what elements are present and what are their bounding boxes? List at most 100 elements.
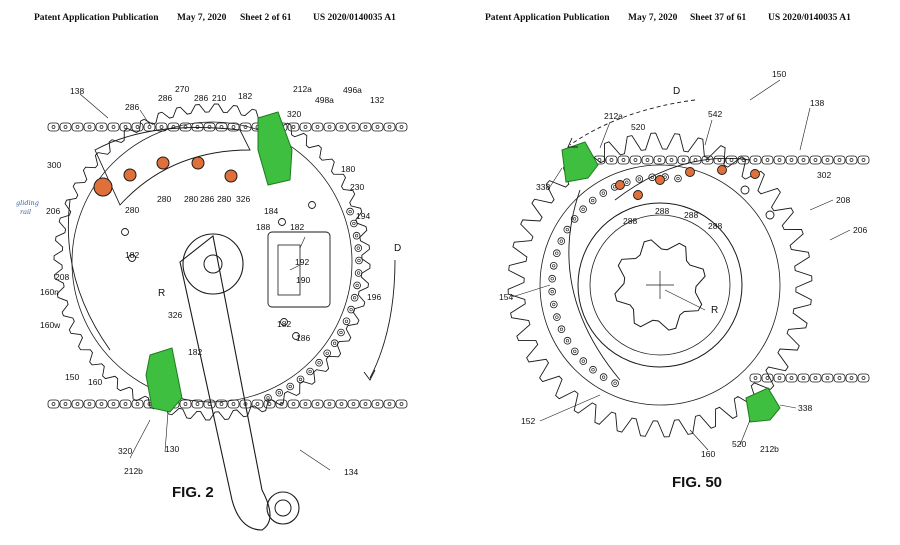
chain-bottom bbox=[749, 373, 762, 383]
chain-link bbox=[548, 287, 556, 296]
leader-line bbox=[129, 419, 151, 459]
chain-bottom bbox=[813, 376, 818, 380]
chain-link bbox=[549, 261, 558, 270]
chain-top bbox=[335, 122, 348, 132]
chain-bottom bbox=[311, 399, 324, 409]
chain-top bbox=[119, 122, 132, 132]
bolt bbox=[121, 228, 129, 236]
chain-bottom bbox=[219, 402, 224, 406]
chain-bottom bbox=[75, 402, 80, 406]
chain-top bbox=[849, 158, 854, 162]
ref-label: D bbox=[673, 86, 680, 97]
leader-line bbox=[299, 449, 331, 471]
chain-link bbox=[350, 219, 358, 228]
chain-top bbox=[621, 158, 626, 162]
chain-top bbox=[215, 122, 228, 132]
chain-bottom bbox=[765, 376, 770, 380]
fig-50-caption: FIG. 50 bbox=[672, 474, 722, 491]
chain-link bbox=[601, 191, 605, 195]
chain-guide-212b bbox=[145, 347, 183, 413]
leader-line bbox=[704, 119, 713, 146]
ref-label: 280 bbox=[184, 194, 198, 204]
leader-line bbox=[749, 79, 781, 101]
bolt bbox=[308, 201, 316, 209]
chain-link bbox=[354, 244, 363, 252]
chain-bottom bbox=[227, 399, 240, 409]
chain-guide-212a bbox=[561, 141, 599, 183]
ref-label: 520 bbox=[631, 122, 645, 132]
chain-link bbox=[588, 196, 597, 205]
chain-bottom bbox=[279, 402, 284, 406]
ref-label: 288 bbox=[708, 221, 722, 231]
chain-link bbox=[325, 351, 329, 355]
chain-bottom bbox=[195, 402, 200, 406]
bolt bbox=[128, 254, 136, 262]
chain-link bbox=[317, 361, 321, 365]
chain-bottom bbox=[123, 402, 128, 406]
chain-link bbox=[356, 246, 360, 250]
chain-bottom bbox=[845, 373, 858, 383]
chain-top bbox=[239, 122, 252, 132]
chain-bottom bbox=[59, 399, 72, 409]
ref-label: 138 bbox=[70, 86, 84, 96]
chain-bottom bbox=[753, 376, 758, 380]
chain-top bbox=[789, 158, 794, 162]
chain-bottom bbox=[83, 399, 96, 409]
chain-link bbox=[275, 388, 284, 397]
header-publication: Patent Application Publication bbox=[485, 13, 610, 23]
chain-guide-212b bbox=[745, 387, 781, 423]
chain-bottom bbox=[51, 402, 56, 406]
chain-top bbox=[861, 158, 866, 162]
ref-label: 338 bbox=[536, 182, 550, 192]
chain-bottom bbox=[351, 402, 356, 406]
crank-spindle bbox=[182, 233, 244, 295]
chain-top bbox=[813, 158, 818, 162]
chain-link bbox=[342, 317, 351, 326]
ref-label: 288 bbox=[684, 210, 698, 220]
ref-label: 180 bbox=[341, 164, 355, 174]
header-sheet: Sheet 2 of 61 bbox=[240, 13, 292, 23]
chain-link bbox=[553, 313, 561, 321]
chain-bottom bbox=[135, 402, 140, 406]
chain-top bbox=[657, 158, 662, 162]
header-date: May 7, 2020 bbox=[177, 13, 227, 23]
chain-bottom bbox=[335, 399, 348, 409]
chain-bottom bbox=[291, 402, 296, 406]
chain-bottom bbox=[801, 376, 806, 380]
ref-label: 182 bbox=[238, 91, 252, 101]
chain-bottom bbox=[263, 399, 276, 409]
chain-top bbox=[765, 158, 770, 162]
bolt bbox=[740, 185, 750, 195]
leader-line bbox=[799, 107, 811, 151]
ref-label: 542 bbox=[708, 109, 722, 119]
ref-label: 498a bbox=[315, 95, 334, 105]
ref-label: 194 bbox=[356, 211, 370, 221]
chain-link bbox=[648, 173, 657, 182]
chain-bottom bbox=[327, 402, 332, 406]
chain-link bbox=[635, 175, 644, 183]
leader-line bbox=[547, 167, 563, 191]
leader-line bbox=[511, 284, 551, 298]
chain-link bbox=[352, 221, 356, 226]
fig-2-panel: Patent Application Publication May 7, 20… bbox=[16, 13, 408, 531]
chain-top bbox=[597, 158, 602, 162]
chain-link bbox=[591, 198, 595, 203]
ref-label: 188 bbox=[256, 222, 270, 232]
chain-link bbox=[347, 305, 355, 314]
chain-top bbox=[629, 155, 642, 165]
chain-link bbox=[354, 269, 363, 277]
chain-link bbox=[357, 258, 361, 263]
chain-bottom bbox=[303, 402, 308, 406]
ref-label: 182 bbox=[125, 250, 139, 260]
chain-top bbox=[641, 155, 654, 165]
chain-top bbox=[729, 158, 734, 162]
chain-top bbox=[135, 125, 140, 129]
chain-top bbox=[725, 155, 738, 165]
fig-50-drawing: 150 D 212a 520 542 138 338 302 208 288 2… bbox=[499, 69, 870, 491]
ref-label: 160 bbox=[88, 377, 102, 387]
chain-link bbox=[349, 308, 353, 312]
handwritten-note-line2: rail bbox=[20, 208, 31, 216]
fig-50-panel: Patent Application Publication May 7, 20… bbox=[450, 0, 900, 545]
chain-link bbox=[337, 328, 345, 337]
chain-top bbox=[609, 158, 614, 162]
